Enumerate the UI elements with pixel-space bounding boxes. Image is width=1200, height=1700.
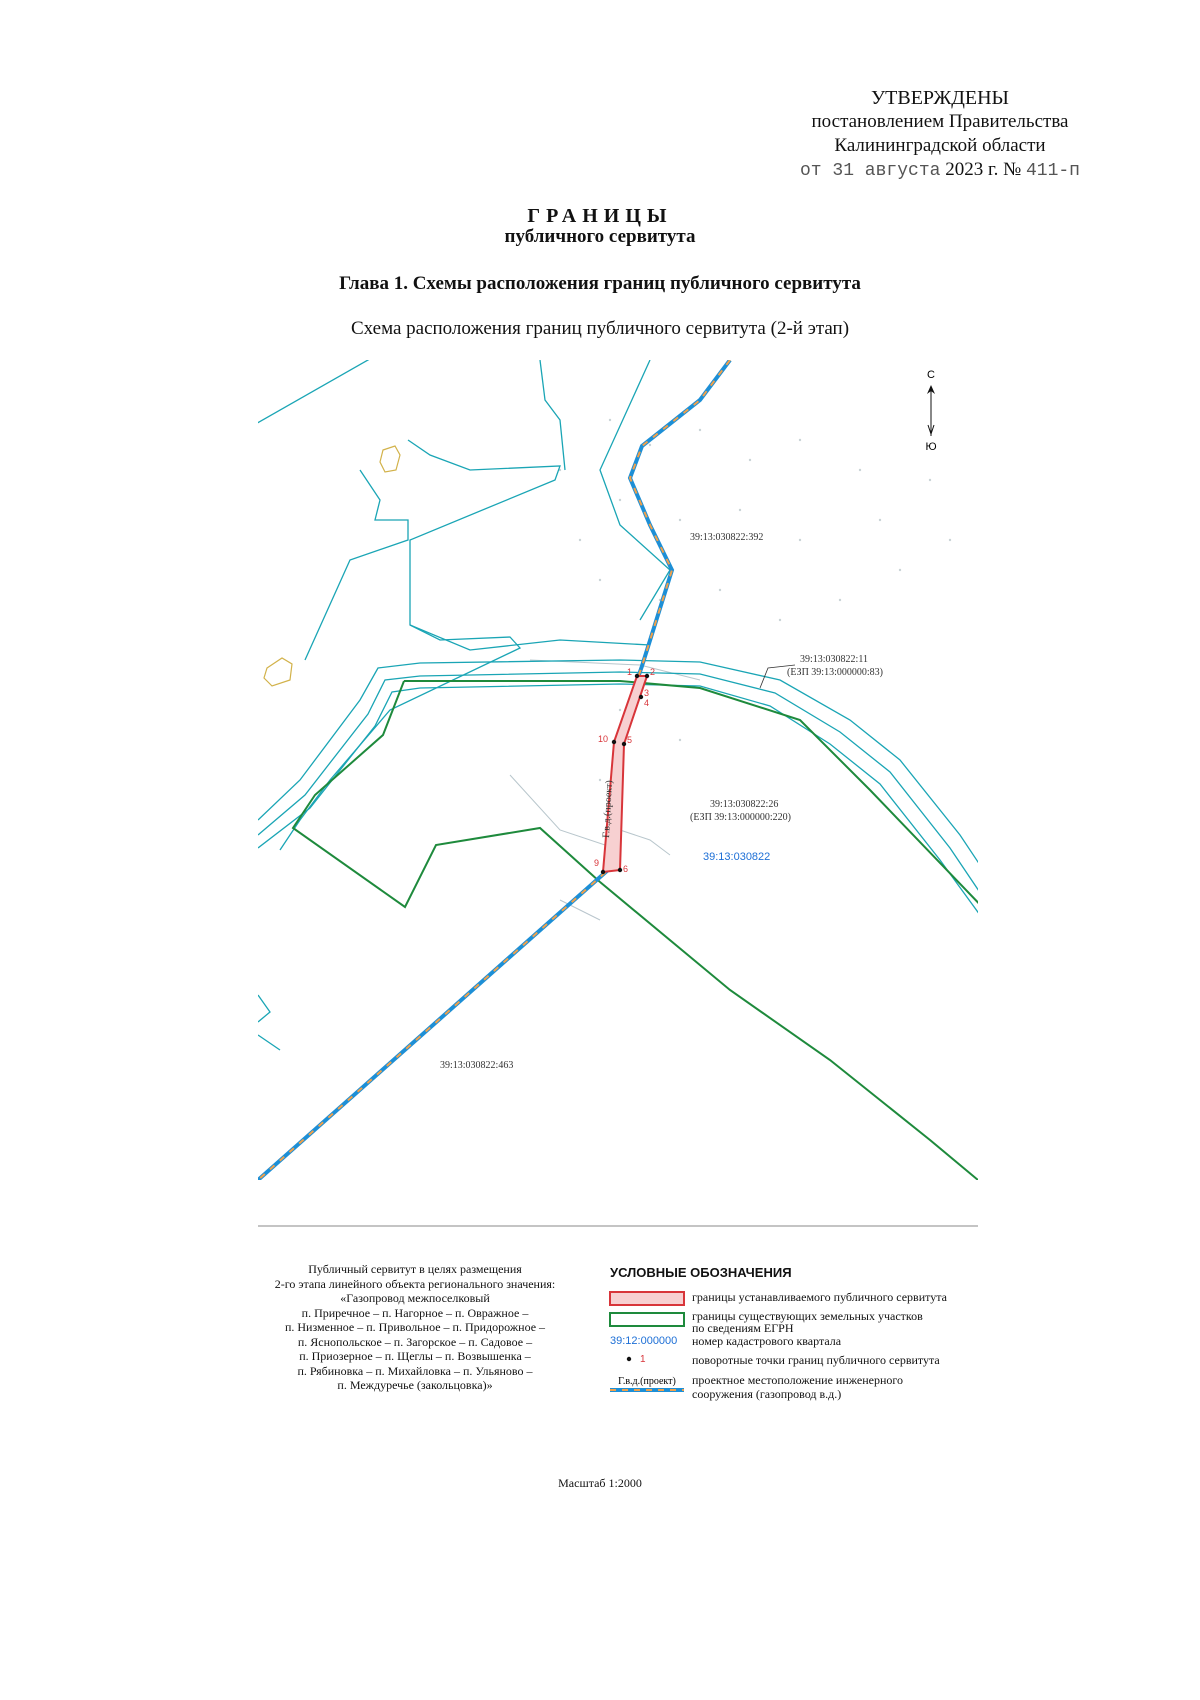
- purpose-line: п. Низменное – п. Привольное – п. Придор…: [284, 1320, 546, 1334]
- parcel-boundaries: [291, 680, 978, 1180]
- approval-number: 411-п: [1025, 161, 1080, 181]
- legend-symbols: 1 Г.в.д.(проект): [609, 1291, 685, 1392]
- purpose-line: Публичный сервитут в целях размещения: [308, 1262, 522, 1276]
- turning-point-labels: 1 2 3 4 5 6 9 10: [594, 667, 655, 874]
- parcel-label-463: 39:13:030822:463: [440, 1060, 513, 1071]
- compass-south: Ю: [925, 441, 936, 453]
- pipeline-label: Г.в.д.(проект): [601, 780, 615, 838]
- cadastral-boundaries: [258, 360, 978, 1051]
- purpose-line: п. Яснопольское – п. Загорское – п. Садо…: [297, 1334, 533, 1349]
- compass: С Ю: [925, 369, 936, 453]
- legend-servitude-swatch: [609, 1291, 685, 1306]
- servitude-boundary: [601, 675, 649, 874]
- turning-points: [600, 673, 650, 875]
- purpose-line: 2-го этапа линейного объекта регионально…: [274, 1276, 556, 1291]
- point-label-9: 9: [594, 858, 599, 868]
- document-subtitle: публичного сервитута: [504, 226, 696, 247]
- parcel-label-11: 39:13:030822:11: [800, 654, 868, 665]
- legend-point-sample: 1: [640, 1354, 646, 1365]
- point-label-2: 2: [650, 667, 655, 677]
- legend-pipe-sample: Г.в.д.(проект): [618, 1376, 676, 1387]
- parcel-label-11-ezp: (ЕЗП 39:13:000000:83): [787, 667, 883, 678]
- approval-year: 2023 г. №: [945, 159, 1022, 180]
- legend-quarter-text: номер кадастрового квартала: [692, 1334, 842, 1348]
- approved-by-line-1: постановлением Правительства: [811, 111, 1069, 132]
- point-label-1: 1: [627, 667, 632, 677]
- parcel-label-26: 39:13:030822:26: [710, 799, 778, 810]
- map-scale: Масштаб 1:2000: [558, 1476, 642, 1490]
- purpose-line: «Газопровод межпоселковый: [340, 1291, 490, 1305]
- legend-pipe-text-1: проектное местоположение инженерного: [692, 1373, 904, 1387]
- approved-by-line-2: Калининградской области: [834, 135, 1046, 156]
- servitude-purpose: Публичный сервитут в целях размещения 2-…: [255, 1262, 575, 1393]
- map-labels: 39:13:030822:392 39:13:030822:11 (ЕЗП 39…: [440, 532, 883, 1071]
- parcel-label-392: 39:13:030822:392: [690, 532, 763, 543]
- point-label-3: 3: [644, 688, 649, 698]
- approval-date: от 31 августа: [800, 161, 941, 181]
- purpose-line: п. Приречное – п. Нагорное – п. Овражное…: [301, 1305, 529, 1320]
- parcel-11-leader: [759, 664, 796, 689]
- purpose-line: п. Междуречье (закольцовка)»: [337, 1378, 493, 1392]
- point-label-4: 4: [644, 698, 649, 708]
- legend-parcels-text-2: по сведениям ЕГРН: [692, 1321, 794, 1335]
- map-drawing: 1 2 3 4 5 6 9 10 39:13:030822:392 39:13:…: [258, 360, 978, 1180]
- point-label-10: 10: [598, 734, 608, 744]
- chapter-heading: Глава 1. Схемы расположения границ публи…: [339, 273, 861, 294]
- approved-word: УТВЕРЖДЕНЫ: [870, 87, 1010, 109]
- legend-point-swatch: [626, 1356, 632, 1362]
- point-label-5: 5: [627, 735, 632, 745]
- approval-block: УТВЕРЖДЕНЫ постановлением Правительства …: [760, 86, 1120, 183]
- legend-points-text: поворотные точки границ публичного серви…: [692, 1353, 940, 1367]
- legend-parcel-swatch: [609, 1312, 685, 1327]
- parcel-label-26-ezp: (ЕЗП 39:13:000000:220): [690, 812, 791, 823]
- legend-quarter-sample: 39:12:000000: [610, 1335, 678, 1347]
- purpose-line: п. Рябиновка – п. Михайловка – п. Ульяно…: [297, 1363, 533, 1378]
- gas-pipeline: [258, 360, 732, 1180]
- legend-parcels-text-1: границы существующих земельных участков: [692, 1309, 923, 1323]
- legend-title: УСЛОВНЫЕ ОБОЗНАЧЕНИЯ: [610, 1265, 792, 1280]
- legend-servitude-text: границы устанавливаемого публичного серв…: [692, 1290, 947, 1304]
- document-title: ГРАНИЦЫ: [527, 205, 673, 227]
- south-arrow-icon: [927, 424, 935, 436]
- point-label-6: 6: [623, 864, 628, 874]
- terrain-dots: [558, 418, 952, 782]
- quarter-label: 39:13:030822: [703, 851, 770, 863]
- approval-date-line: от 31 августа 2023 г. № 411-п: [760, 158, 1120, 183]
- building-outlines: [263, 445, 401, 687]
- legend-pipe-text-2: сооружения (газопровод в.д.): [692, 1387, 842, 1401]
- compass-north: С: [927, 369, 935, 381]
- north-arrow-icon: [927, 385, 935, 394]
- purpose-line: п. Приозерное – п. Щеглы – п. Возвышенка…: [299, 1349, 531, 1363]
- faint-features: [509, 659, 701, 921]
- scheme-heading: Схема расположения границ публичного сер…: [350, 318, 850, 339]
